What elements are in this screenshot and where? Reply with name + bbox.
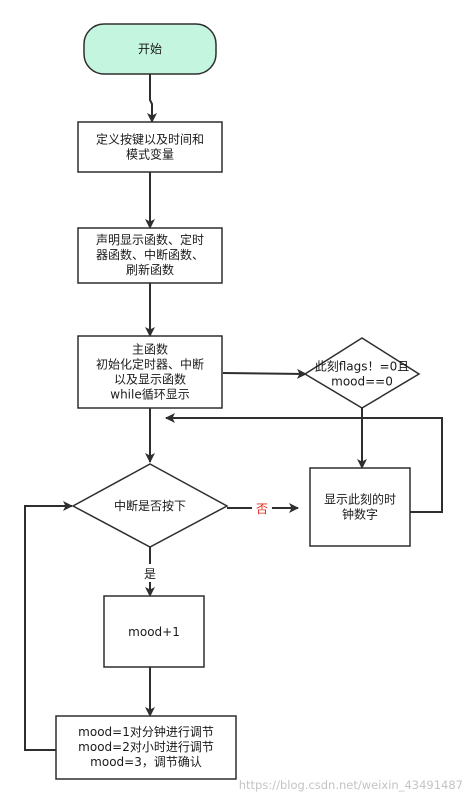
node-label-line: 声明显示函数、定时	[96, 232, 204, 247]
edge-start-to-define	[147, 72, 157, 123]
node-label-line: 中断是否按下	[114, 498, 186, 513]
node-label-line: 开始	[138, 42, 162, 56]
node-label-line: 此刻flags！=0且	[315, 360, 409, 374]
declare-funcs-node	[77, 227, 223, 284]
show-time-node-label: 显示此刻的时钟数字	[324, 492, 396, 522]
flags-check-decision	[303, 337, 421, 409]
show-time-node	[309, 467, 411, 547]
node-label-line: 钟数字	[342, 507, 378, 522]
node-label-line: 模式变量	[126, 147, 174, 162]
mood-inc-node	[103, 595, 205, 668]
edge-label-yes: 是	[144, 567, 156, 581]
node-label-line: 以及显示函数	[114, 372, 186, 387]
start-node	[83, 23, 217, 75]
interrupt-check-decision-label: 中断是否按下	[114, 498, 186, 513]
start-node-label: 开始	[138, 42, 162, 56]
watermark-url: https://blog.csdn.net/weixin_43491487	[238, 778, 463, 792]
node-label-line: while循环显示	[110, 388, 189, 402]
define-vars-node-label: 定义按键以及时间和模式变量	[96, 132, 204, 162]
node-label-line: mood=2对小时进行调节	[78, 740, 214, 754]
edge-adjust-loop-back	[24, 501, 73, 751]
node-label-line: mood==0	[331, 375, 393, 389]
edge-show-loop-back	[165, 413, 443, 513]
node-label-line: 器函数、中断函数、	[96, 247, 204, 262]
node-label-line: 定义按键以及时间和	[96, 132, 204, 147]
node-label-line: 主函数	[132, 342, 168, 357]
mood-inc-node-label: mood+1	[128, 625, 180, 639]
node-label-line: 刷新函数	[126, 262, 174, 277]
node-label-line: mood+1	[128, 625, 180, 639]
node-label-line: mood=1对分钟进行调节	[78, 724, 214, 739]
edge-label-no: 否	[256, 502, 268, 516]
node-label-line: mood=3，调节确认	[90, 755, 202, 769]
node-label-line: 初始化定时器、中断	[96, 357, 204, 372]
declare-funcs-node-label: 声明显示函数、定时器函数、中断函数、刷新函数	[96, 232, 204, 277]
define-vars-node	[77, 121, 223, 173]
mood-adjust-node	[55, 715, 237, 780]
node-label-line: 显示此刻的时	[324, 492, 396, 507]
edge-main-to-flags	[222, 368, 307, 379]
main-func-node	[77, 335, 223, 409]
interrupt-check-decision	[71, 463, 229, 548]
